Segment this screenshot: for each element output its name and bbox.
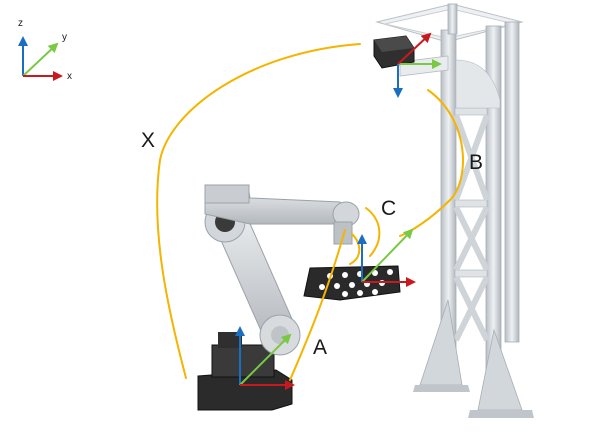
path-x-curve: [156, 43, 361, 379]
legend-y-axis: [22, 42, 59, 77]
path-c-curve-right: [365, 207, 381, 257]
camera-coordinate-frame: [393, 32, 442, 98]
calibration-board: [303, 265, 401, 301]
label-a: A: [313, 336, 327, 359]
transform-paths: [156, 43, 464, 381]
camera-gantry-frame: [375, 3, 534, 418]
path-a-curve: [289, 229, 346, 381]
legend-y-label: y: [62, 32, 67, 43]
legend-x-label: x: [67, 71, 72, 82]
camera: [373, 35, 415, 69]
path-c-curve-left: [349, 233, 361, 265]
legend-z-label: z: [18, 18, 23, 29]
board-coordinate-frame: [357, 228, 416, 287]
robot-base-coordinate-frame: [235, 326, 295, 390]
label-b: B: [469, 151, 483, 174]
label-c: C: [381, 197, 396, 220]
path-b-curve: [399, 89, 464, 237]
label-x: X: [141, 129, 155, 152]
robot-arm: [197, 184, 360, 411]
axis-legend: z y x: [18, 18, 72, 82]
